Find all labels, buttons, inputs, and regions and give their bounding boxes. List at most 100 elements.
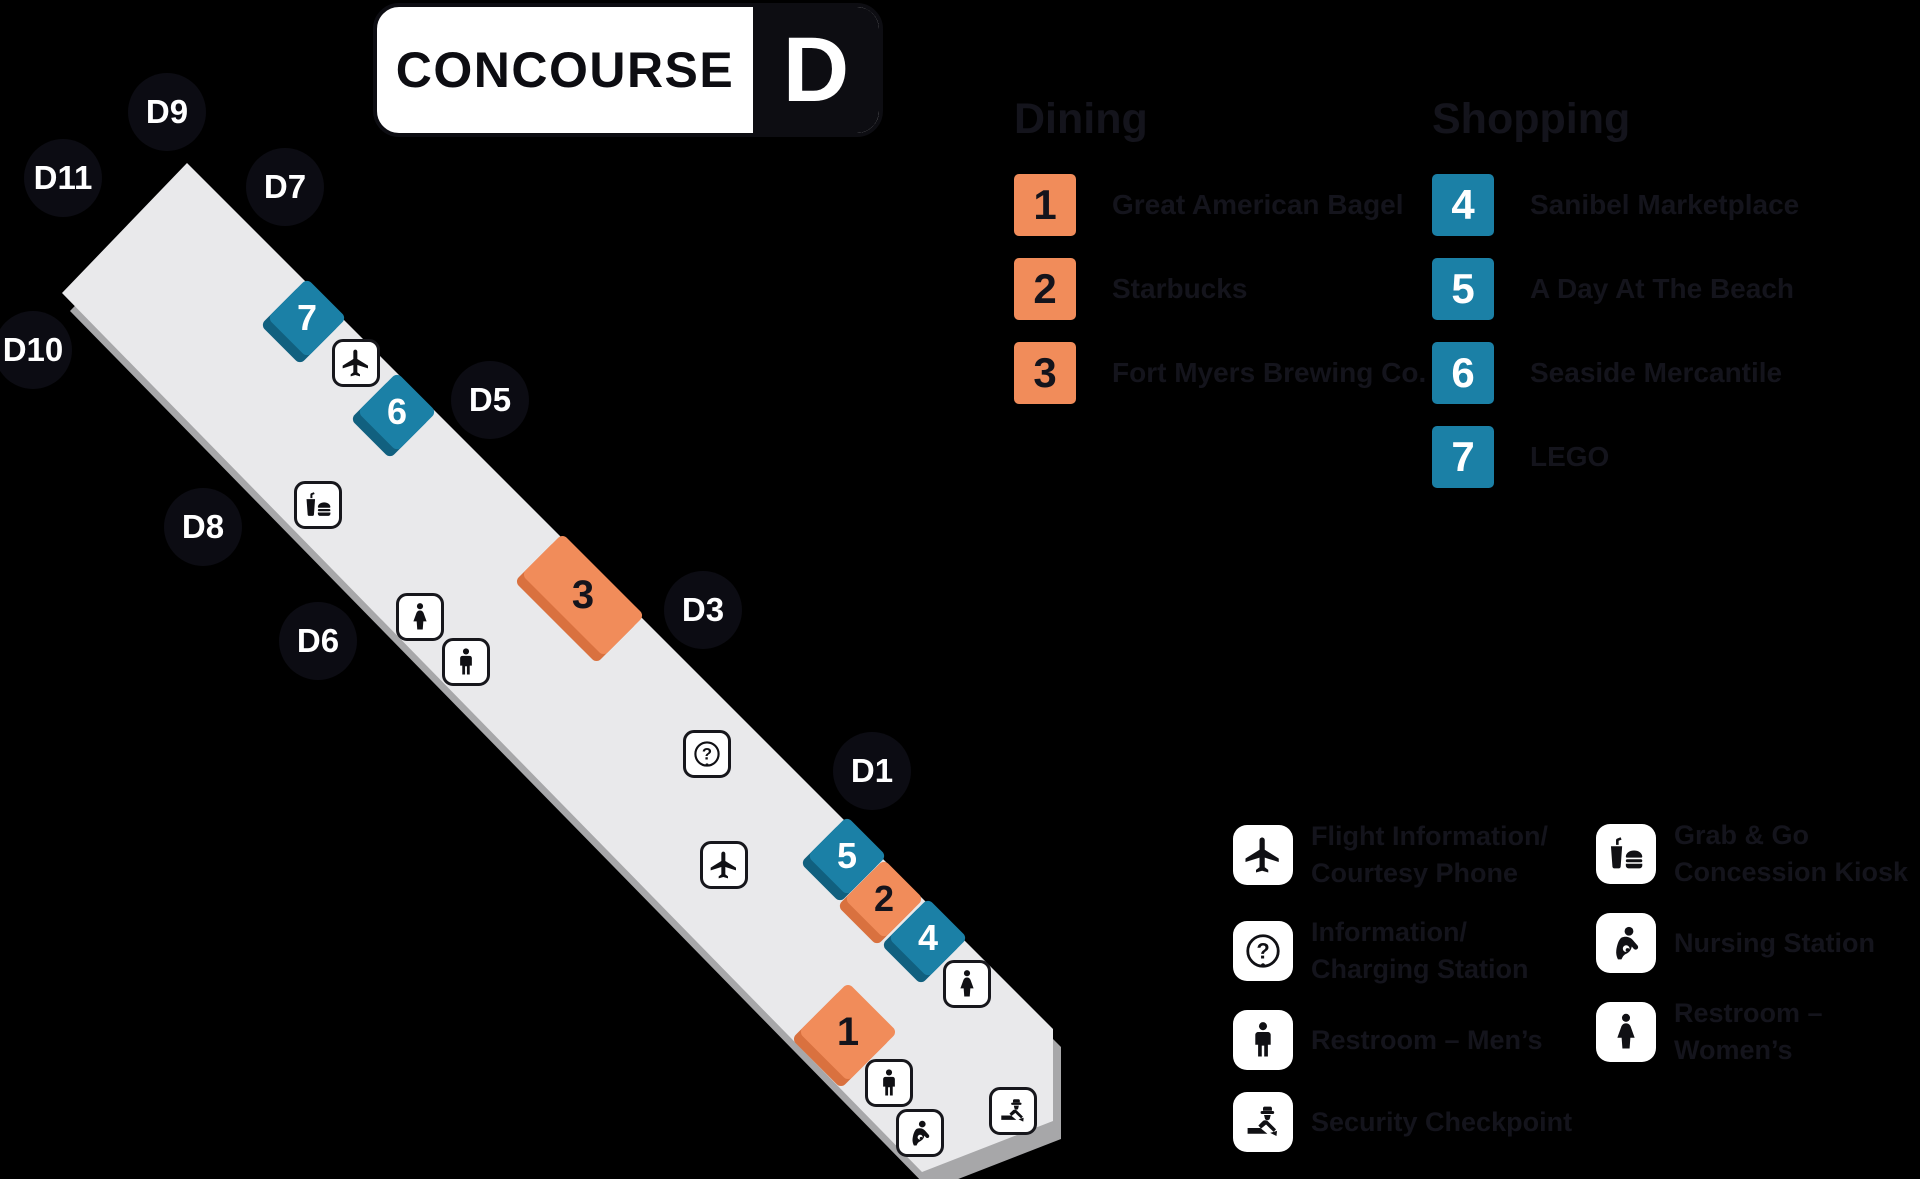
legend-number-badge: 2 — [1014, 258, 1076, 320]
shopping-item-7: 7 LEGO — [1432, 426, 1852, 488]
amenity-label: Security Checkpoint — [1311, 1104, 1572, 1141]
map-restroom-men-icon — [442, 638, 490, 686]
svg-text:?: ? — [702, 745, 712, 764]
map-marker-dining-1: 1 — [791, 982, 898, 1089]
amenity-label: Information/Charging Station — [1311, 914, 1529, 988]
amenity-label-line: Security Checkpoint — [1311, 1106, 1573, 1137]
amenity-security: Security Checkpoint — [1233, 1092, 1593, 1152]
amenity-airplane: Flight Information/Courtesy Phone — [1233, 818, 1593, 892]
restroom-women-icon — [960, 970, 974, 997]
information-legend-icon: ? — [1233, 921, 1293, 981]
amenity-nursing: Nursing Station — [1596, 913, 1920, 973]
security-legend-icon — [1233, 1092, 1293, 1152]
restroom-women-icon — [1617, 1013, 1635, 1049]
gate-d1: D1 — [833, 732, 911, 810]
marker-number: 7 — [296, 297, 318, 338]
gate-d6: D6 — [279, 602, 357, 680]
map-marker-shopping-5: 5 — [800, 816, 887, 903]
marker-number: 3 — [571, 572, 595, 617]
legend-venue-label: Fort Myers Brewing Co. — [1112, 357, 1427, 388]
amenity-label: Restroom – Women’s — [1674, 995, 1920, 1069]
security-icon — [1001, 1099, 1024, 1122]
restroom-women-legend-icon — [1596, 1002, 1656, 1062]
map-marker-dining-2: 2 — [837, 859, 924, 946]
gate-d9: D9 — [128, 73, 206, 151]
map-concession-icon — [294, 481, 342, 529]
amenity-restroom-women: Restroom – Women’s — [1596, 995, 1920, 1069]
legend-venue-label: Great American Bagel — [1112, 189, 1404, 220]
concession-icon — [306, 492, 331, 516]
restroom-men-legend-icon — [1233, 1010, 1293, 1070]
gate-d10: D10 — [0, 311, 72, 389]
amenity-label: Flight Information/Courtesy Phone — [1311, 818, 1548, 892]
amenity-label-line: Restroom – Women’s — [1674, 998, 1823, 1065]
gate-d7: D7 — [246, 148, 324, 226]
legend-number-badge: 3 — [1014, 342, 1076, 404]
legend-venue-label: LEGO — [1530, 441, 1610, 472]
amenity-label-line: Flight Information/ — [1311, 821, 1548, 851]
dining-item-3: 3 Fort Myers Brewing Co. — [1014, 342, 1434, 404]
amenity-restroom-men: Restroom – Men’s — [1233, 1010, 1593, 1070]
legend-venue-label: A Day At The Beach — [1530, 273, 1794, 304]
restroom-women-icon — [413, 603, 427, 630]
airplane-icon — [710, 851, 736, 879]
airplane-icon — [1245, 837, 1279, 873]
marker-number: 1 — [836, 1009, 860, 1054]
map-marker-dining-3: 3 — [514, 533, 645, 664]
map-security-icon — [989, 1087, 1037, 1135]
concourse-title: CONCOURSE — [395, 42, 735, 98]
information-icon: ? — [1246, 934, 1280, 968]
security-icon — [1247, 1106, 1277, 1136]
shopping-item-6: 6 Seaside Mercantile — [1432, 342, 1852, 404]
legend-number-badge: 4 — [1432, 174, 1494, 236]
map-restroom-women-icon — [396, 593, 444, 641]
concession-icon — [1610, 837, 1643, 869]
restroom-men-icon — [883, 1069, 895, 1096]
map-nursing-icon — [896, 1109, 944, 1157]
nursing-icon — [1616, 926, 1639, 960]
map-marker-shopping-4: 4 — [881, 898, 968, 985]
airplane-legend-icon — [1233, 825, 1293, 885]
legend-venue-label: Sanibel Marketplace — [1530, 189, 1800, 220]
legend-number-badge: 1 — [1014, 174, 1076, 236]
gate-d5: D5 — [451, 361, 529, 439]
airplane-icon — [342, 349, 368, 377]
concourse-header: CONCOURSE D — [373, 3, 883, 137]
marker-number: 6 — [386, 391, 408, 432]
restroom-men-icon — [1255, 1022, 1271, 1057]
map-airplane-icon — [700, 841, 748, 889]
amenity-label-line: Grab & Go — [1674, 820, 1810, 850]
marker-number: 4 — [917, 917, 939, 958]
nursing-legend-icon — [1596, 913, 1656, 973]
map-airplane-icon — [332, 339, 380, 387]
restroom-men-icon — [460, 648, 472, 675]
marker-number: 2 — [873, 878, 895, 919]
concourse-band-shape — [62, 163, 1053, 1172]
concourse-letter: D — [753, 7, 879, 133]
nursing-icon — [912, 1120, 930, 1146]
shopping-item-4: 4 Sanibel Marketplace — [1432, 174, 1852, 236]
amenity-information: ? Information/Charging Station — [1233, 914, 1593, 988]
shopping-heading: Shopping — [1432, 95, 1631, 143]
map-information-icon: ? — [683, 730, 731, 778]
amenity-label-line: Courtesy Phone — [1311, 858, 1519, 888]
dining-item-1: 1 Great American Bagel — [1014, 174, 1434, 236]
concession-legend-icon — [1596, 824, 1656, 884]
gate-d8: D8 — [164, 488, 242, 566]
map-restroom-women-icon — [943, 960, 991, 1008]
amenity-label: Restroom – Men’s — [1311, 1022, 1543, 1059]
map-marker-shopping-6: 6 — [350, 372, 437, 459]
amenity-label-line: Restroom – Men’s — [1311, 1024, 1543, 1055]
amenity-label-line: Charging Station — [1311, 954, 1529, 984]
marker-number: 5 — [836, 835, 858, 876]
legend-number-badge: 6 — [1432, 342, 1494, 404]
legend-venue-label: Seaside Mercantile — [1530, 357, 1783, 388]
amenity-label: Nursing Station — [1674, 925, 1875, 962]
legend-number-badge: 7 — [1432, 426, 1494, 488]
